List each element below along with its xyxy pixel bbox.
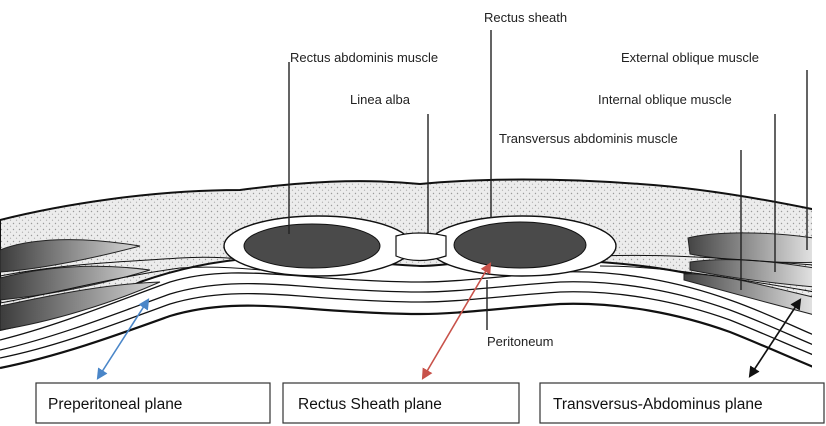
label-peritoneum: Peritoneum [487,334,553,349]
rectus-sheath-label: Rectus Sheath plane [298,396,442,413]
label-external-oblique: External oblique muscle [621,50,759,65]
label-rectus-abdominis: Rectus abdominis muscle [290,50,438,65]
linea-alba [396,233,446,261]
transversus-arrow [750,300,800,376]
fascia-line [0,292,826,360]
preperitoneal-label: Preperitoneal plane [48,396,182,413]
label-linea-alba: Linea alba [350,92,411,107]
label-internal-oblique: Internal oblique muscle [598,92,732,107]
right-rectus-muscle [454,222,586,268]
label-rectus-sheath: Rectus sheath [484,10,567,25]
left-rectus-muscle [244,224,380,268]
transversus-label: Transversus-Abdominus plane [553,396,763,413]
label-transversus-abdominis: Transversus abdominis muscle [499,131,678,146]
